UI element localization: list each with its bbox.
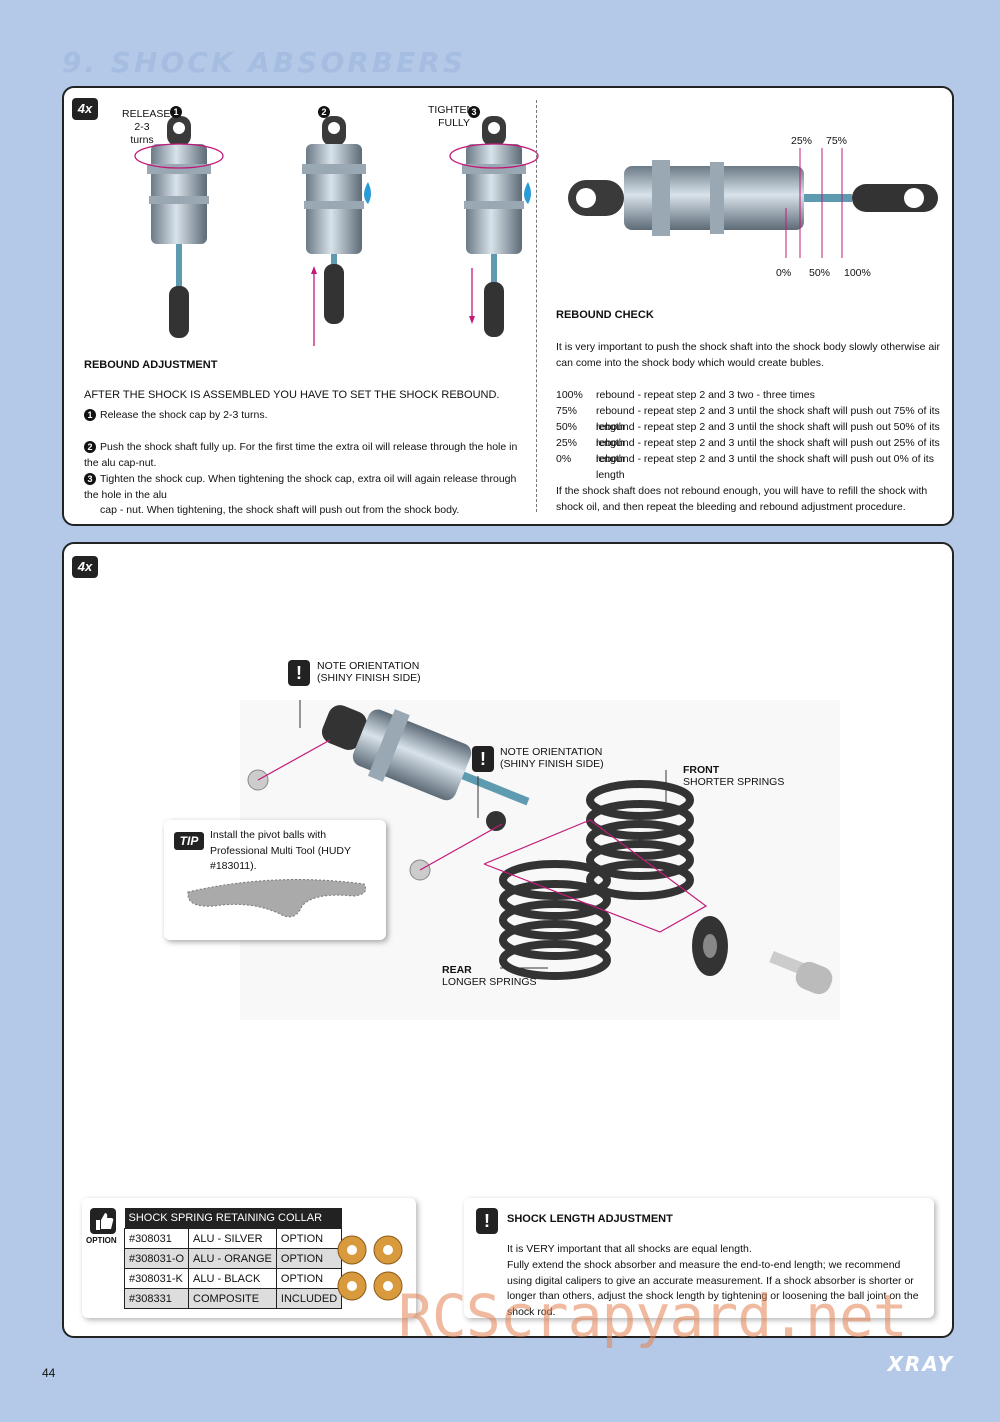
note-orientation-1: NOTE ORIENTATION (SHINY FINISH SIDE) (317, 660, 421, 684)
rear-spring (499, 860, 611, 980)
collar-name: ALU - BLACK (188, 1268, 277, 1289)
step3-label: TIGHTEN FULLY (428, 104, 475, 129)
rebound-row-text: rebound - repeat step 2 and 3 two - thre… (596, 389, 815, 401)
brand-logo: XRAY (887, 1352, 954, 1376)
watermark: RCScrapyard.net (398, 1282, 908, 1350)
rebound-step3-number: 3 (84, 473, 96, 486)
shock-step-3 (449, 116, 539, 337)
label-100pct: 100% (844, 267, 871, 279)
label-0pct: 0% (776, 267, 792, 279)
collar-table-title: SHOCK SPRING RETAINING COLLAR (124, 1208, 342, 1229)
rebound-check-footer: If the shock shaft does not rebound enou… (556, 485, 928, 513)
rebound-step2-text: Push the shock shaft fully up. For the f… (84, 441, 518, 469)
rebound-step1-text: Release the shock cap by 2-3 turns. (100, 409, 268, 421)
rebound-step2-number: 2 (84, 441, 96, 454)
rebound-panel: 4x (62, 86, 954, 526)
rebound-check-diagram (568, 148, 938, 258)
rebound-row: 25% rebound - repeat step 2 and 3 until t… (556, 436, 956, 465)
page-number: 44 (42, 1366, 56, 1380)
section-title: 9. SHOCK ABSORBERS (62, 46, 466, 79)
quantity-badge: 4x (72, 556, 98, 578)
panel-divider (536, 100, 537, 512)
rear-label-sub: LONGER SPRINGS (442, 976, 537, 988)
rebound-step1-number: 1 (84, 409, 96, 422)
shock-length-line2: Fully extend the shock absorber and meas… (507, 1259, 919, 1318)
step1-label: RELEASE 2-3 turns (122, 108, 171, 146)
tip-text: Install the pivot balls with Professiona… (210, 829, 351, 872)
shock-length-heading: SHOCK LENGTH ADJUSTMENT (507, 1213, 673, 1225)
step1-number: 1 (170, 106, 182, 118)
warning-icon: ! (472, 746, 494, 772)
front-label-sub: SHORTER SPRINGS (683, 776, 785, 788)
collar-code: #308331 (123, 1288, 190, 1309)
rebound-row-pct: 50% (556, 421, 578, 433)
rebound-step1: 1 Release the shock cap by 2-3 turns. (84, 408, 514, 424)
rebound-row-pct: 100% (556, 389, 583, 401)
rebound-check-heading: REBOUND CHECK (556, 309, 654, 321)
shock-length-line1: It is VERY important that all shocks are… (507, 1243, 752, 1255)
rebound-row-pct: 75% (556, 405, 578, 417)
tip-badge: TIP (174, 832, 204, 850)
front-spring (586, 780, 694, 900)
rebound-row: 100% rebound - repeat step 2 and 3 two - … (556, 388, 956, 404)
collar-name: COMPOSITE (188, 1288, 277, 1309)
collar-status: OPTION (275, 1248, 343, 1269)
label-75pct: 75% (826, 135, 848, 147)
rebound-steps-illustration (134, 116, 539, 346)
option-box: OPTION SHOCK SPRING RETAINING COLLAR #30… (82, 1198, 416, 1318)
warning-icon: ! (476, 1208, 498, 1234)
warning-icon: ! (288, 660, 310, 686)
quantity-badge: 4x (72, 98, 98, 120)
rebound-adjustment-heading: REBOUND ADJUSTMENT (84, 359, 218, 371)
collar-code: #308031 (123, 1228, 190, 1249)
rebound-row-text: rebound - repeat step 2 and 3 until the … (596, 453, 934, 481)
shock-length-box: ! SHOCK LENGTH ADJUSTMENT It is VERY imp… (464, 1198, 934, 1318)
rebound-row-text: rebound - repeat step 2 and 3 until the … (596, 421, 940, 449)
tip-box: TIP Install the pivot balls with Profess… (164, 820, 386, 940)
rebound-row: 50% rebound - repeat step 2 and 3 until t… (556, 420, 956, 449)
rebound-row-text: rebound - repeat step 2 and 3 until the … (596, 437, 940, 465)
rebound-table: 100% rebound - repeat step 2 and 3 two - … (556, 388, 948, 481)
rebound-row-pct: 25% (556, 437, 578, 449)
collar-parts-image (337, 1235, 403, 1301)
front-label-title: FRONT (683, 764, 720, 776)
collar-status: OPTION (275, 1228, 343, 1249)
rebound-row: 0% rebound - repeat step 2 and 3 until th… (556, 452, 956, 481)
label-25pct: 25% (791, 135, 813, 147)
collar-name: ALU - SILVER (188, 1228, 277, 1249)
collar-name: ALU - ORANGE (188, 1248, 277, 1269)
label-50pct: 50% (809, 267, 831, 279)
collar-status: OPTION (275, 1268, 343, 1289)
step3-number: 3 (468, 106, 480, 118)
shock-step-2 (302, 116, 371, 346)
multi-tool-image (187, 879, 367, 918)
rebound-step3-text-a: Tighten the shock cup. When tightening t… (84, 473, 517, 501)
rebound-adjustment-intro: AFTER THE SHOCK IS ASSEMBLED YOU HAVE TO… (84, 389, 500, 401)
rebound-step3-text-b: cap - nut. When tightening, the shock sh… (100, 504, 460, 516)
collar-code: #308031-K (123, 1268, 190, 1289)
shock-step-1 (134, 116, 224, 338)
collar-code: #308031-O (123, 1248, 190, 1269)
rebound-check-intro: It is very important to push the shock s… (556, 341, 941, 369)
rebound-row: 75% rebound - repeat step 2 and 3 until t… (556, 404, 956, 433)
collar-status: INCLUDED (275, 1288, 343, 1309)
rebound-row-text: rebound - repeat step 2 and 3 until the … (596, 405, 940, 433)
rebound-row-pct: 0% (556, 453, 572, 465)
option-label: OPTION (86, 1236, 117, 1245)
thumbs-up-icon (90, 1208, 116, 1234)
rear-label-title: REAR (442, 964, 472, 976)
note-orientation-2: NOTE ORIENTATION (SHINY FINISH SIDE) (500, 746, 604, 770)
step2-number: 2 (318, 106, 330, 118)
